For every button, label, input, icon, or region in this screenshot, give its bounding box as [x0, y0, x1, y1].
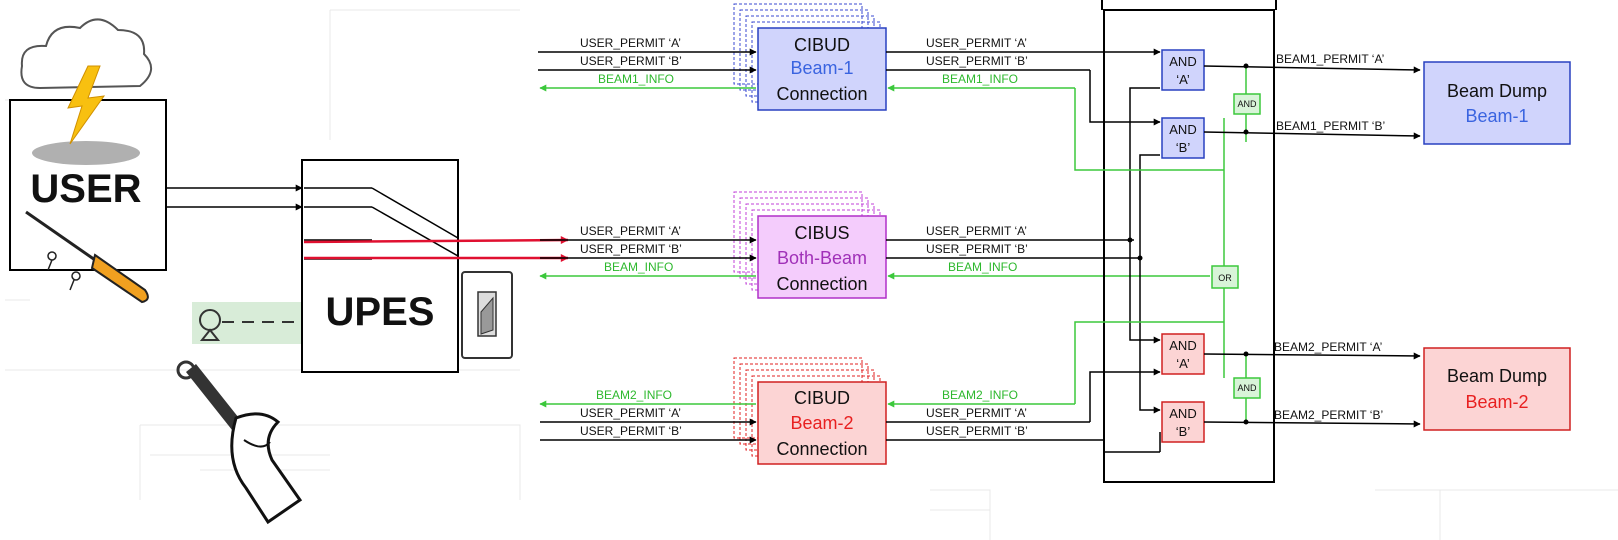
cibus-out-user-permit-a: USER_PERMIT ‘A’	[926, 224, 1027, 238]
beam-dump-beam1: Beam Dump Beam-1	[1423, 61, 1571, 145]
beam-dump-beam2: Beam Dump Beam-2	[1423, 347, 1571, 431]
cibus-in-beam-info: BEAM_INFO	[604, 260, 673, 274]
and-gate-beam2-a-label: AND	[1169, 338, 1196, 353]
key-switch-panel	[192, 302, 302, 344]
cibud2-in-beam2-info: BEAM2_INFO	[596, 388, 672, 402]
hand-key-icon	[176, 360, 303, 525]
cibud2-in-user-permit-a: USER_PERMIT ‘A’	[580, 406, 681, 420]
lightning-icon	[67, 65, 106, 145]
beam2-permit-b-label: BEAM2_PERMIT ‘B’	[1274, 408, 1383, 422]
and-gate-green-beam2: AND	[1233, 377, 1261, 399]
and-gate-green-beam1: AND	[1233, 93, 1261, 115]
cabinet-green-routing	[1074, 63, 1249, 425]
cibud1-out-user-permit-b: USER_PERMIT ‘B’	[926, 54, 1028, 68]
user-to-upes-wires	[166, 184, 303, 211]
beam-dump-beam2-beam: Beam-2	[1465, 392, 1528, 412]
beam-dump-beam1-title: Beam Dump	[1447, 81, 1547, 101]
and-gate-beam2-b: AND ‘B’	[1161, 401, 1205, 443]
cibus-title: CIBUS	[794, 223, 849, 243]
cibud2-connection: Connection	[776, 439, 867, 459]
and-gate-beam2-a: AND ‘A’	[1161, 333, 1205, 375]
and-gate-green-beam2-label: AND	[1237, 383, 1257, 393]
cibud2-title: CIBUD	[794, 388, 850, 408]
cibud1-in-user-permit-a: USER_PERMIT ‘A’	[580, 36, 681, 50]
and-gate-beam1-a-label: AND	[1169, 54, 1196, 69]
and-gate-beam1-b-label: AND	[1169, 122, 1196, 137]
upes-label: UPES	[326, 290, 435, 334]
beam1-permit-a-label: BEAM1_PERMIT ‘A’	[1276, 52, 1384, 66]
or-gate-label: OR	[1218, 273, 1232, 283]
cibud1-title: CIBUD	[794, 35, 850, 55]
cibud1-in-beam1-info: BEAM1_INFO	[598, 72, 674, 86]
cibus-beam: Both-Beam	[777, 248, 867, 268]
cibud2-out-user-permit-a: USER_PERMIT ‘A’	[926, 406, 1027, 420]
cibud1-in-user-permit-b: USER_PERMIT ‘B’	[580, 54, 682, 68]
cibud-beam2-box: CIBUD Beam-2 Connection	[757, 381, 887, 465]
beam-dump-beam1-beam: Beam-1	[1465, 106, 1528, 126]
cibus-wires: USER_PERMIT ‘A’ USER_PERMIT ‘B’ BEAM_INF…	[539, 224, 1210, 280]
cibud1-beam: Beam-1	[790, 58, 853, 78]
cibud1-out-user-permit-a: USER_PERMIT ‘A’	[926, 36, 1027, 50]
and-gate-beam1-a: AND ‘A’	[1161, 49, 1205, 91]
and-gate-beam1-b: AND ‘B’	[1161, 117, 1205, 159]
screws-icon	[47, 251, 81, 291]
beam-permit-outputs: BEAM1_PERMIT ‘A’ BEAM1_PERMIT ‘B’ BEAM2_…	[1203, 52, 1421, 428]
user-box: USER	[9, 99, 167, 271]
and-gate-beam2-b-id: ‘B’	[1176, 424, 1191, 439]
cibud2-out-user-permit-b: USER_PERMIT ‘B’	[926, 424, 1028, 438]
cibus-in-user-permit-b: USER_PERMIT ‘B’	[580, 242, 682, 256]
beam-dump-beam2-title: Beam Dump	[1447, 366, 1547, 386]
cibud-beam1-box: CIBUD Beam-1 Connection	[757, 27, 887, 111]
and-gate-beam1-a-id: ‘A’	[1176, 72, 1190, 87]
user-label: USER	[30, 167, 141, 211]
cibus-out-user-permit-b: USER_PERMIT ‘B’	[926, 242, 1028, 256]
upes-red-outputs	[303, 236, 569, 262]
screwdriver-icon	[25, 210, 149, 304]
cibus-in-user-permit-a: USER_PERMIT ‘A’	[580, 224, 681, 238]
cibus-out-beam-info: BEAM_INFO	[948, 260, 1017, 274]
logic-cabinet	[1101, 0, 1277, 483]
beam2-permit-a-label: BEAM2_PERMIT ‘A’	[1274, 340, 1382, 354]
and-gate-beam2-b-label: AND	[1169, 406, 1196, 421]
cibud-beam2-wires: BEAM2_INFO USER_PERMIT ‘A’ USER_PERMIT ‘…	[539, 388, 1104, 444]
cibud2-out-beam2-info: BEAM2_INFO	[942, 388, 1018, 402]
upes-box: UPES	[301, 159, 459, 373]
cibus-connection: Connection	[776, 274, 867, 294]
or-gate: OR	[1211, 265, 1239, 289]
cibus-box: CIBUS Both-Beam Connection	[757, 215, 887, 299]
cibud1-out-beam1-info: BEAM1_INFO	[942, 72, 1018, 86]
cabinet-black-routing	[1089, 48, 1161, 453]
and-gate-green-beam1-label: AND	[1237, 99, 1257, 109]
wall-switch-icon[interactable]	[461, 271, 513, 359]
cibud1-connection: Connection	[776, 84, 867, 104]
cibud-beam1-wires: USER_PERMIT ‘A’ USER_PERMIT ‘B’ BEAM1_IN…	[538, 36, 1090, 92]
beam1-permit-b-label: BEAM1_PERMIT ‘B’	[1276, 119, 1385, 133]
and-gate-beam2-a-id: ‘A’	[1176, 356, 1190, 371]
and-gate-beam1-b-id: ‘B’	[1176, 140, 1191, 155]
cibud2-in-user-permit-b: USER_PERMIT ‘B’	[580, 424, 682, 438]
cibud2-beam: Beam-2	[790, 413, 853, 433]
cloud-icon	[20, 18, 152, 90]
